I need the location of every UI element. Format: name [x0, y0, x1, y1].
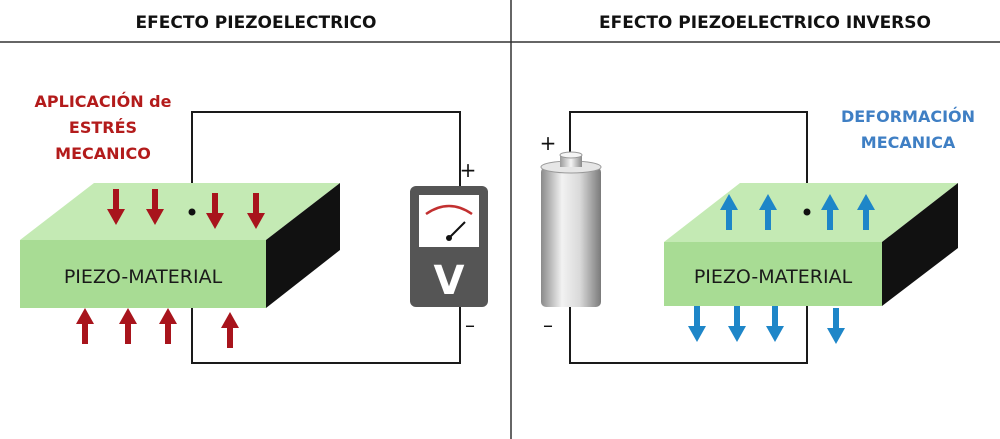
voltmeter-letter: V [434, 258, 465, 304]
stress-arrow-up [221, 312, 239, 348]
left-block-top-face [20, 183, 340, 240]
left-block-side-face [266, 183, 340, 308]
voltmeter-needle-pivot [446, 235, 452, 241]
right-block-side-face [882, 183, 958, 306]
deformation-label-line-1: DEFORMACIÓN [841, 107, 975, 126]
stress-arrow-up [119, 308, 137, 344]
stress-label-line-2: ESTRÉS [69, 118, 137, 137]
stress-label-line-3: MECANICO [55, 144, 151, 163]
stress-label-line-1: APLICACIÓN de [35, 92, 172, 111]
right-piezo-block: PIEZO-MATERIAL [664, 183, 958, 306]
right-contact-dot [803, 208, 811, 216]
left-panel: EFECTO PIEZOELECTRICO APLICACIÓN de ESTR… [20, 13, 488, 364]
right-material-label: PIEZO-MATERIAL [694, 266, 853, 288]
right-circuit-wire-top [569, 111, 808, 212]
left-minus-sign: – [465, 313, 475, 337]
deformation-arrow-down [688, 306, 706, 342]
left-plus-sign: + [460, 158, 477, 182]
voltmeter-scale [425, 204, 473, 216]
voltmeter: V [410, 186, 488, 307]
deformation-arrow-down [728, 306, 746, 342]
deformation-arrow-down [827, 308, 845, 344]
right-minus-sign: – [543, 313, 553, 337]
deformation-label-line-2: MECANICA [861, 133, 956, 152]
right-circuit-wire-bottom [569, 296, 808, 364]
left-circuit-wire-top [191, 111, 461, 212]
stress-arrow-up [76, 308, 94, 344]
left-panel-title: EFECTO PIEZOELECTRICO [136, 13, 377, 33]
left-material-label: PIEZO-MATERIAL [64, 266, 223, 288]
left-piezo-block: PIEZO-MATERIAL [20, 183, 340, 308]
battery-terminal-top [559, 151, 583, 159]
right-panel: EFECTO PIEZOELECTRICO INVERSO DEFORMACIÓ… [540, 13, 975, 364]
battery [540, 151, 602, 307]
stress-arrow-up [159, 308, 177, 344]
left-contact-dot [188, 208, 196, 216]
right-block-front-face [664, 242, 882, 306]
left-circuit-wire-bottom [191, 280, 461, 364]
deformation-arrow-down [766, 306, 784, 342]
battery-body [541, 167, 601, 307]
right-plus-sign: + [540, 131, 557, 155]
left-block-front-face [20, 240, 266, 308]
voltmeter-needle [448, 221, 466, 239]
right-panel-title: EFECTO PIEZOELECTRICO INVERSO [599, 13, 931, 33]
right-block-top-face [664, 183, 958, 242]
